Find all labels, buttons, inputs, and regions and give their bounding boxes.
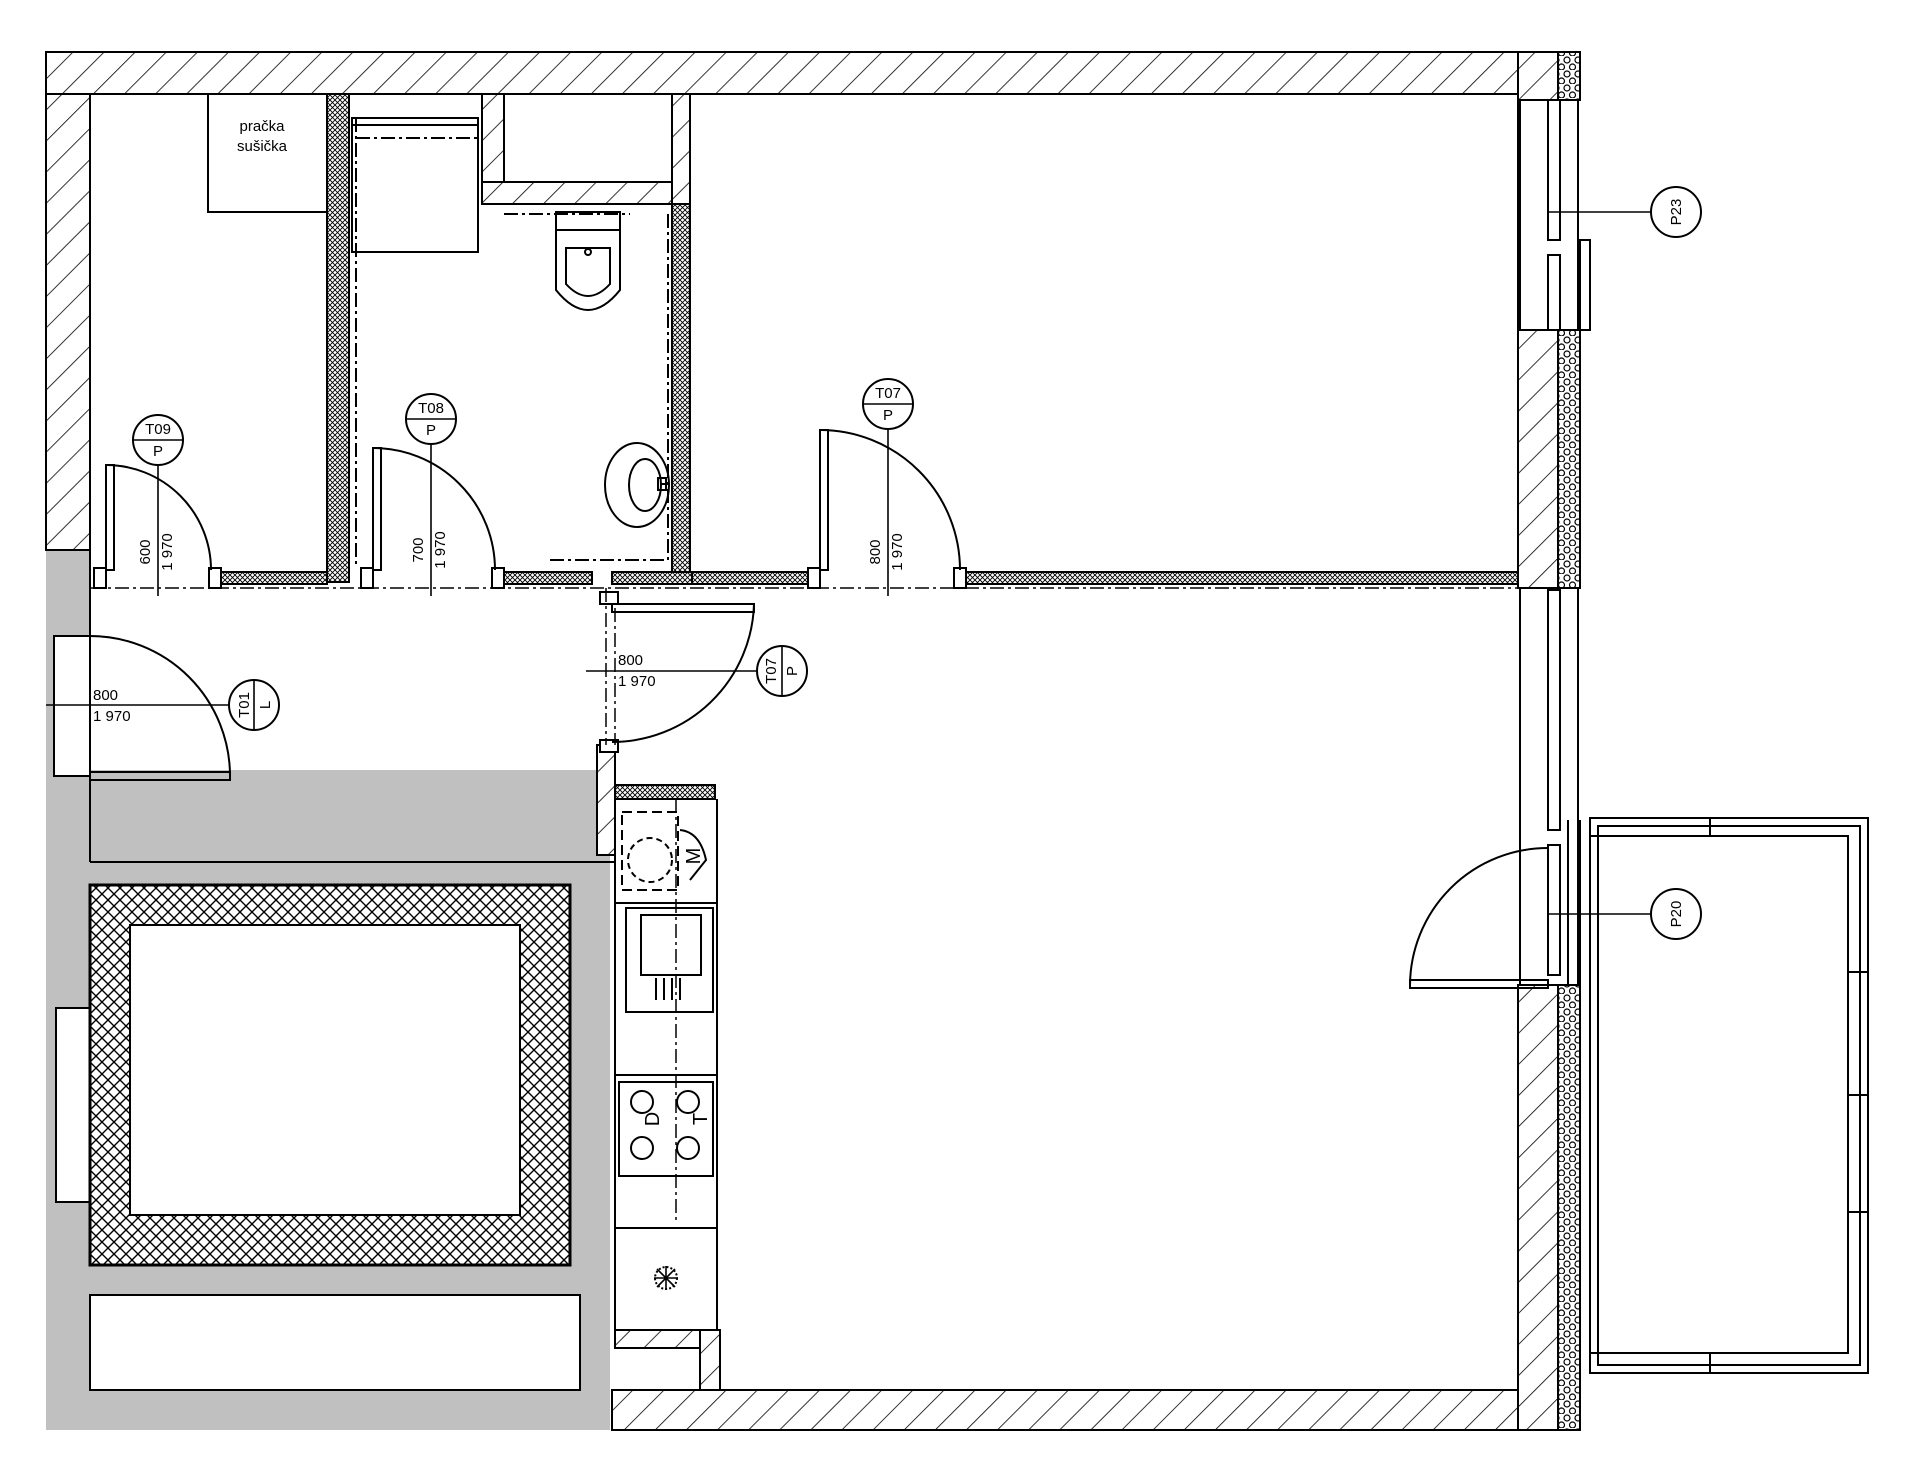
laundry-appliance: pračka sušička	[207, 93, 328, 213]
dim-t07-top-height: 1 970	[889, 533, 906, 571]
washbasin	[604, 442, 670, 528]
dim-t08-height: 1 970	[432, 531, 449, 569]
inner-lines	[53, 94, 615, 863]
balcony	[1589, 817, 1869, 1374]
dim-t07-side-width: 800	[618, 652, 643, 669]
dim-t01-width: 800	[93, 687, 118, 704]
tag-t07-side-code: T07	[763, 658, 780, 684]
window-p23	[1519, 99, 1591, 331]
kitchen-sink-star	[654, 1266, 678, 1290]
tag-p20-code: P20	[1668, 901, 1685, 928]
dim-t07-top-width: 800	[867, 539, 884, 564]
reference-lines	[90, 587, 1518, 1220]
dim-t01: 800 1 970	[46, 687, 236, 725]
microwave-letter: M	[683, 848, 705, 865]
tag-t01: T01 L	[228, 679, 280, 731]
tag-p23: P23	[1548, 186, 1702, 238]
tag-t09-code: T09	[145, 421, 171, 438]
dim-t08: 700 1 970	[410, 430, 449, 596]
tag-p23-code: P23	[1668, 199, 1685, 226]
dim-t09-height: 1 970	[159, 533, 176, 571]
tag-t07-top-type: P	[883, 407, 893, 424]
tag-t07-top: T07 P	[862, 378, 914, 430]
window-p20	[1519, 587, 1581, 986]
tag-t09-type: P	[153, 443, 163, 460]
laundry-label-1: pračka	[239, 118, 285, 135]
tag-p20: P20	[1548, 888, 1702, 940]
dim-t01-height: 1 970	[93, 708, 131, 725]
dim-t09-width: 600	[137, 539, 154, 564]
hob-letter-d: D	[642, 1112, 664, 1126]
dim-t08-width: 700	[410, 537, 427, 562]
tag-t08-code: T08	[418, 400, 444, 417]
exterior-walls	[45, 51, 1581, 1431]
tag-t01-code: T01	[236, 692, 253, 718]
core-area	[46, 548, 610, 1430]
tag-t07-top-code: T07	[875, 385, 901, 402]
door-t01	[89, 635, 231, 781]
hob-letter-t: T	[690, 1113, 712, 1125]
tag-t08: T08 P	[405, 393, 457, 445]
door-t08	[372, 447, 496, 571]
bathtub	[351, 117, 479, 567]
tag-t09: T09 P	[132, 414, 184, 466]
door-t07-top	[819, 429, 961, 571]
door-t07-side	[611, 603, 755, 743]
dim-t07-top: 800 1 970	[867, 414, 906, 596]
tag-t07-side: T07 P	[756, 645, 808, 697]
interior-walls	[93, 93, 1519, 1391]
dim-t07-side: 800 1 970	[586, 652, 770, 690]
door-p20	[1409, 847, 1549, 989]
tag-t07-side-type: P	[784, 666, 801, 676]
tag-t01-type: L	[257, 701, 274, 709]
tag-t08-type: P	[426, 422, 436, 439]
door-t09	[105, 464, 212, 571]
wc-toilet	[504, 211, 669, 561]
kitchen-counter	[614, 799, 718, 1330]
laundry-label-2: sušička	[237, 138, 288, 155]
dim-t07-side-height: 1 970	[618, 673, 656, 690]
dim-t09: 600 1 970	[137, 440, 176, 596]
